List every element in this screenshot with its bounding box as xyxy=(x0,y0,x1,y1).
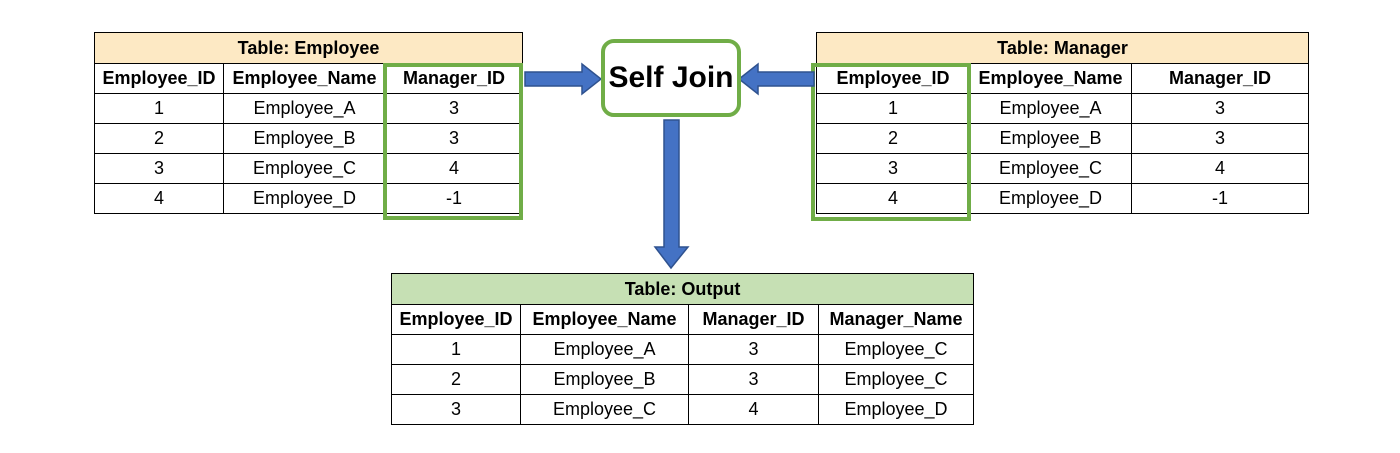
table-cell: Employee_D xyxy=(223,183,386,214)
table-cell: Employee_D xyxy=(817,394,975,425)
table-cell: Employee_C xyxy=(223,153,386,184)
table-cell: 3 xyxy=(1130,93,1310,124)
table-cell: 4 xyxy=(1130,153,1310,184)
arrow-down-icon xyxy=(653,119,690,270)
table-cell: 1 xyxy=(816,93,970,124)
table-row: 3 Employee_C 4 xyxy=(816,153,1310,184)
manager-employee-id-highlight xyxy=(811,63,971,221)
table-cell: 4 xyxy=(94,183,224,214)
employee-table: Table: Employee Employee_ID Employee_Nam… xyxy=(93,32,524,214)
table-cell: -1 xyxy=(1130,183,1310,214)
table-cell: 4 xyxy=(384,153,524,184)
table-cell: 3 xyxy=(391,394,521,425)
table-row: 2 Employee_B 3 xyxy=(94,123,524,154)
table-cell: 3 xyxy=(688,364,819,395)
employee-table-header-row: Employee_ID Employee_Name Manager_ID xyxy=(94,63,524,94)
manager-table-header-row: Employee_ID Employee_Name Manager_ID xyxy=(816,63,1310,94)
table-cell: 3 xyxy=(688,334,819,365)
table-row: 4 Employee_D -1 xyxy=(816,183,1310,214)
column-header: Employee_Name xyxy=(969,63,1132,94)
table-row: 2 Employee_B 3 Employee_C xyxy=(391,364,975,395)
arrow-left-icon xyxy=(737,62,815,96)
table-row: 4 Employee_D -1 xyxy=(94,183,524,214)
arrow-right-icon xyxy=(524,62,603,96)
table-cell: Employee_A xyxy=(520,334,689,365)
table-cell: 2 xyxy=(94,123,224,154)
column-header: Employee_ID xyxy=(94,63,224,94)
table-cell: Employee_D xyxy=(969,183,1132,214)
table-cell: 2 xyxy=(391,364,521,395)
column-header: Manager_Name xyxy=(817,304,975,335)
table-cell: 3 xyxy=(94,153,224,184)
table-cell: 4 xyxy=(688,394,819,425)
manager-table-title: Table: Manager xyxy=(815,32,1310,64)
employee-table-title: Table: Employee xyxy=(93,32,524,64)
column-header: Employee_Name xyxy=(223,63,386,94)
self-join-label: Self Join xyxy=(608,61,734,94)
table-row: 3 Employee_C 4 xyxy=(94,153,524,184)
table-cell: Employee_B xyxy=(223,123,386,154)
column-header: Employee_ID xyxy=(816,63,970,94)
table-cell: Employee_C xyxy=(520,394,689,425)
table-row: 1 Employee_A 3 xyxy=(816,93,1310,124)
output-table-title: Table: Output xyxy=(390,273,975,305)
output-table: Table: Output Employee_ID Employee_Name … xyxy=(390,273,975,425)
column-header: Manager_ID xyxy=(1130,63,1310,94)
column-header: Manager_ID xyxy=(688,304,819,335)
self-join-node: Self Join xyxy=(601,39,741,117)
table-cell: Employee_B xyxy=(520,364,689,395)
table-cell: 1 xyxy=(94,93,224,124)
output-table-header-row: Employee_ID Employee_Name Manager_ID Man… xyxy=(391,304,975,335)
column-header: Employee_ID xyxy=(391,304,521,335)
table-row: 3 Employee_C 4 Employee_D xyxy=(391,394,975,425)
table-cell: Employee_A xyxy=(969,93,1132,124)
employee-manager-id-highlight xyxy=(383,63,523,220)
